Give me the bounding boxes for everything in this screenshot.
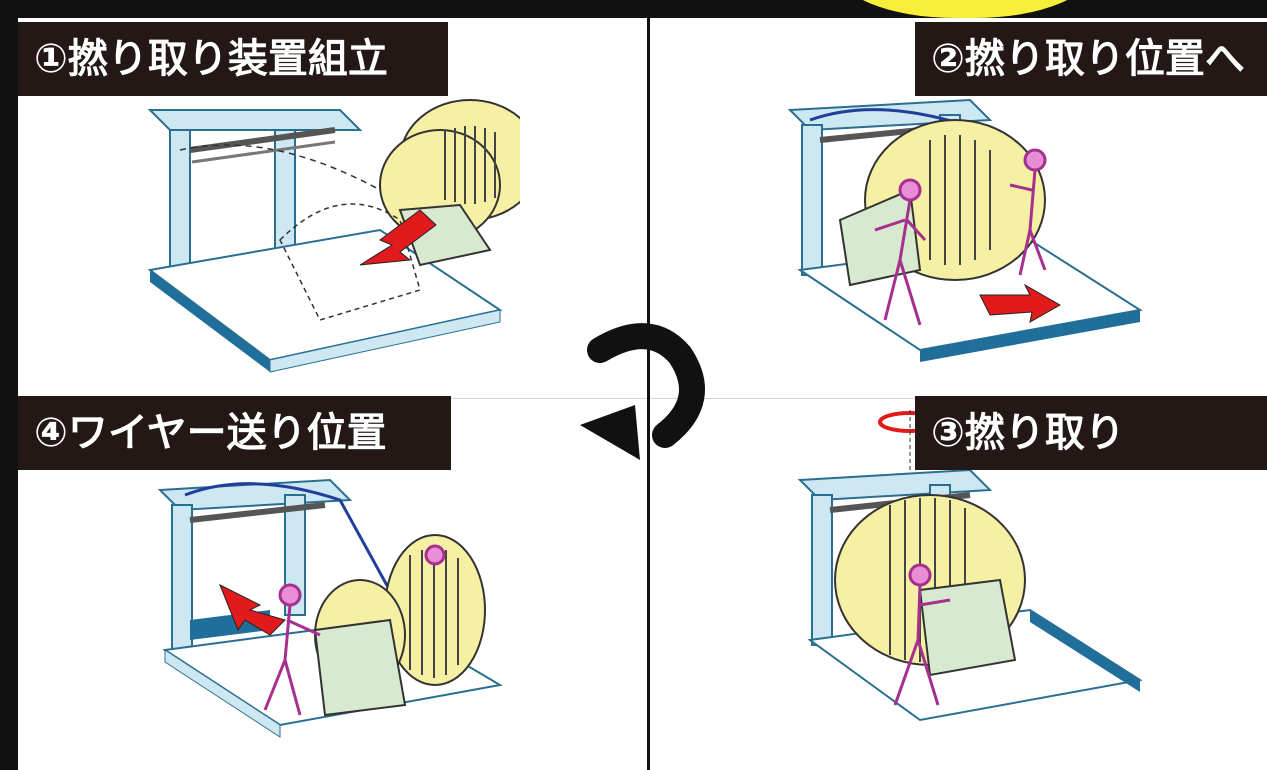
step-4-label: ④ワイヤー送り位置 (18, 396, 451, 470)
step-3-illustration (790, 410, 1150, 740)
red-arrow-icon (979, 283, 1062, 323)
left-border (0, 0, 18, 770)
cycle-arrow-icon (560, 320, 730, 470)
step-3-label: ③撚り取り (915, 396, 1267, 470)
step-2-illustration (780, 90, 1160, 370)
vertical-divider (647, 18, 650, 770)
step-4-illustration (150, 470, 510, 750)
red-arrow-icon (219, 583, 286, 636)
step-1-illustration (120, 90, 520, 390)
red-arrow-icon (359, 209, 437, 266)
horizontal-divider (18, 398, 1267, 399)
step-2-label: ②撚り取り位置へ (915, 22, 1267, 96)
step-1-label: ①撚り取り装置組立 (18, 22, 448, 96)
